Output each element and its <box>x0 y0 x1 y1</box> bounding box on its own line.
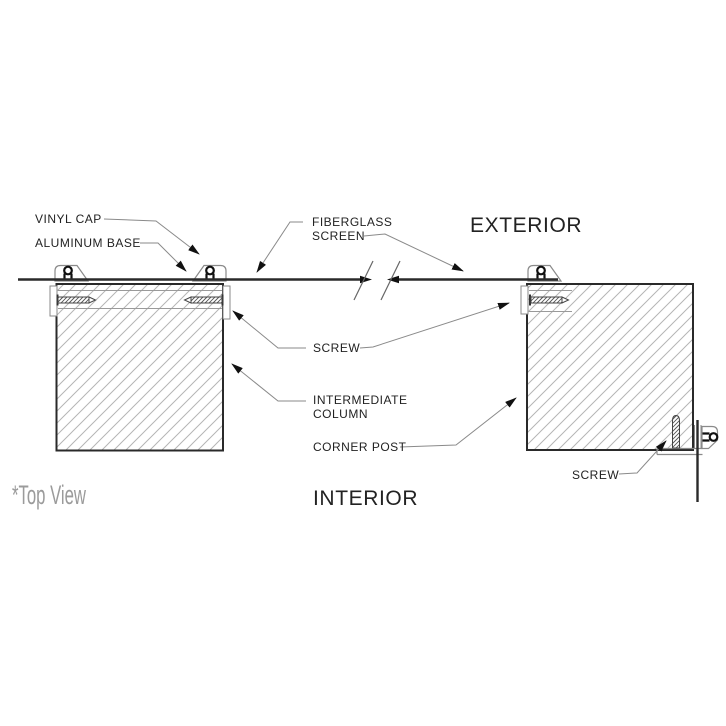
label-screw-center: SCREW <box>313 341 360 355</box>
leader-screw-left <box>232 310 306 349</box>
footnote-top-view: *Top View <box>12 480 86 510</box>
label-vinyl-cap: VINYL CAP <box>35 212 102 226</box>
screw-shank <box>530 296 563 304</box>
break-arrow-right <box>387 275 399 284</box>
label-screw-corner: SCREW <box>572 468 619 482</box>
cap-keyhole <box>536 265 546 276</box>
leader-screw-corner <box>618 440 667 475</box>
label-intermediate-line1: INTERMEDIATE <box>313 393 407 407</box>
fiberglass-screen-line <box>18 260 558 301</box>
label-interior: INTERIOR <box>313 487 418 510</box>
screw-tip <box>88 296 97 304</box>
leader-vinyl-cap <box>103 218 200 255</box>
label-aluminum-base: ALUMINUM BASE <box>35 236 141 250</box>
leader-lines <box>103 218 667 475</box>
label-intermediate-line2: COLUMN <box>313 407 368 421</box>
corner-post <box>526 283 694 451</box>
leader-intermediate-column <box>231 363 306 402</box>
screw-shank <box>672 414 680 449</box>
label-exterior: EXTERIOR <box>470 214 582 237</box>
corner-screw-assembly <box>656 414 719 502</box>
intermediate-column <box>55 283 224 452</box>
cap-assembly-corner-post <box>520 264 570 315</box>
leader-corner-post <box>399 397 517 448</box>
label-fiberglass-line1: FIBERGLASS <box>312 215 392 229</box>
screw-shank <box>190 296 223 304</box>
screw-tip <box>183 296 192 304</box>
leader-aluminum-base <box>140 242 187 272</box>
label-fiberglass-line2: SCREEN <box>312 229 365 243</box>
break-slash <box>353 260 374 301</box>
aluminum-base-plate <box>520 285 529 315</box>
cap-assembly-right <box>183 264 231 320</box>
aluminum-base-plate <box>222 285 231 320</box>
leader-fiberglass-left <box>256 221 303 273</box>
break-slash <box>380 260 401 301</box>
leader-fiberglass-right <box>363 233 464 272</box>
label-corner-post: CORNER POST <box>313 440 407 454</box>
leader-screw-right <box>359 302 510 349</box>
screw-shank <box>57 296 90 304</box>
aluminum-base-plate <box>49 285 58 317</box>
cap-assembly-left <box>49 264 97 317</box>
cap-keyhole <box>708 432 719 442</box>
break-arrow-left <box>360 275 372 284</box>
cap-keyhole <box>63 265 73 276</box>
screw-tip <box>561 296 570 304</box>
cap-keyhole <box>205 265 215 276</box>
